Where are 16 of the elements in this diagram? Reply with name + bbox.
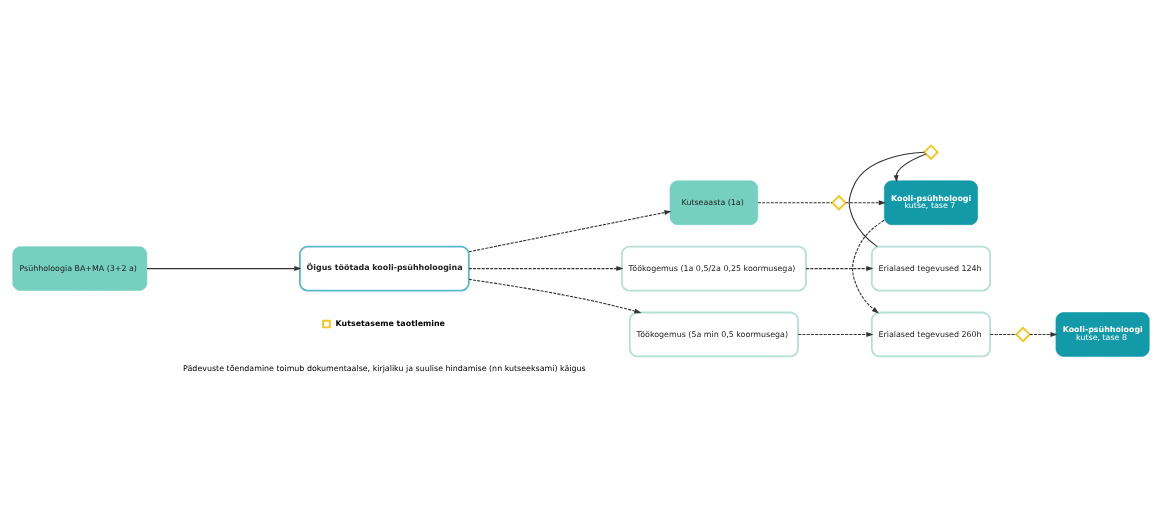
arrow [893, 153, 927, 183]
arrow [845, 200, 886, 206]
node-diamond [922, 144, 939, 161]
connector [757, 202, 833, 204]
connector [848, 151, 925, 248]
arrow [468, 210, 672, 253]
node-diamond [1015, 326, 1032, 343]
arrow [468, 266, 624, 272]
arrow [146, 266, 302, 272]
arrow [851, 219, 885, 314]
arrow [1029, 331, 1058, 337]
arrow [805, 266, 874, 272]
arrow [797, 331, 874, 337]
arrow [468, 278, 642, 314]
node-diamond [830, 194, 847, 211]
connector [989, 333, 1017, 335]
